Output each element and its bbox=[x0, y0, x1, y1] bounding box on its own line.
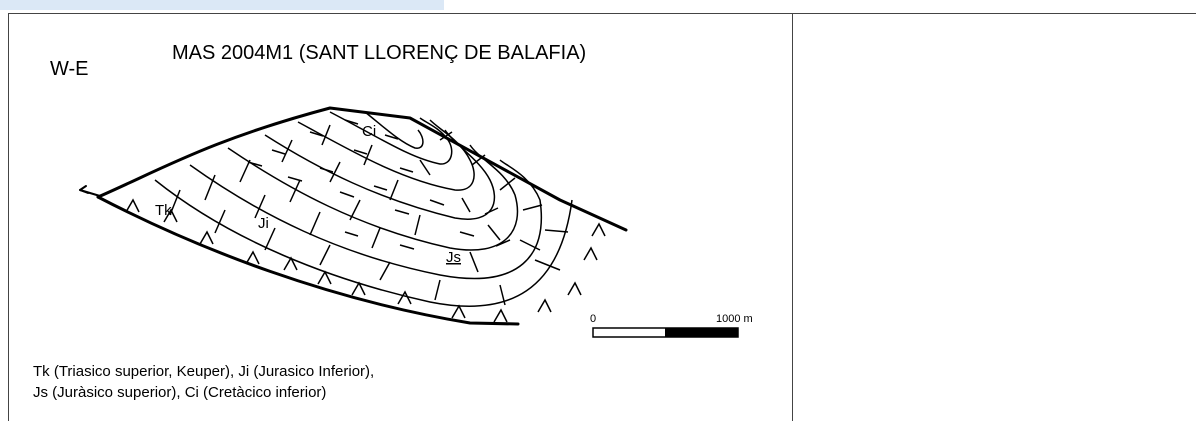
outer-boundary bbox=[79, 106, 628, 326]
figure-frame bbox=[8, 13, 1196, 421]
scale-bar: 0 1000 m bbox=[590, 313, 753, 338]
scale-end-label: 1000 m bbox=[716, 313, 753, 325]
unit-label-ci: Ci bbox=[362, 123, 376, 140]
bedding-ticks bbox=[169, 124, 569, 306]
unit-label-ji: Ji bbox=[258, 215, 269, 232]
unit-label-js: Js bbox=[446, 249, 461, 266]
top-highlight-bar bbox=[0, 0, 444, 10]
panel-divider bbox=[792, 13, 793, 421]
dip-dashes bbox=[247, 119, 511, 250]
orientation-label: W-E bbox=[50, 58, 89, 80]
geological-cross-section: Tk Ji Js Ci 0 1000 m bbox=[79, 106, 753, 338]
legend-line-2: Js (Juràsico superior), Ci (Cretàcico in… bbox=[33, 384, 327, 401]
unit-label-tk: Tk bbox=[155, 202, 172, 219]
scale-bar-fill bbox=[665, 328, 738, 337]
fold-layers bbox=[154, 111, 573, 307]
cross-section-title: MAS 2004M1 (SANT LLORENÇ DE BALAFIA) bbox=[172, 42, 587, 64]
keuper-chevrons bbox=[125, 198, 606, 323]
legend-line-1: Tk (Triasico superior, Keuper), Ji (Jura… bbox=[33, 363, 375, 380]
scale-start-label: 0 bbox=[590, 313, 596, 325]
